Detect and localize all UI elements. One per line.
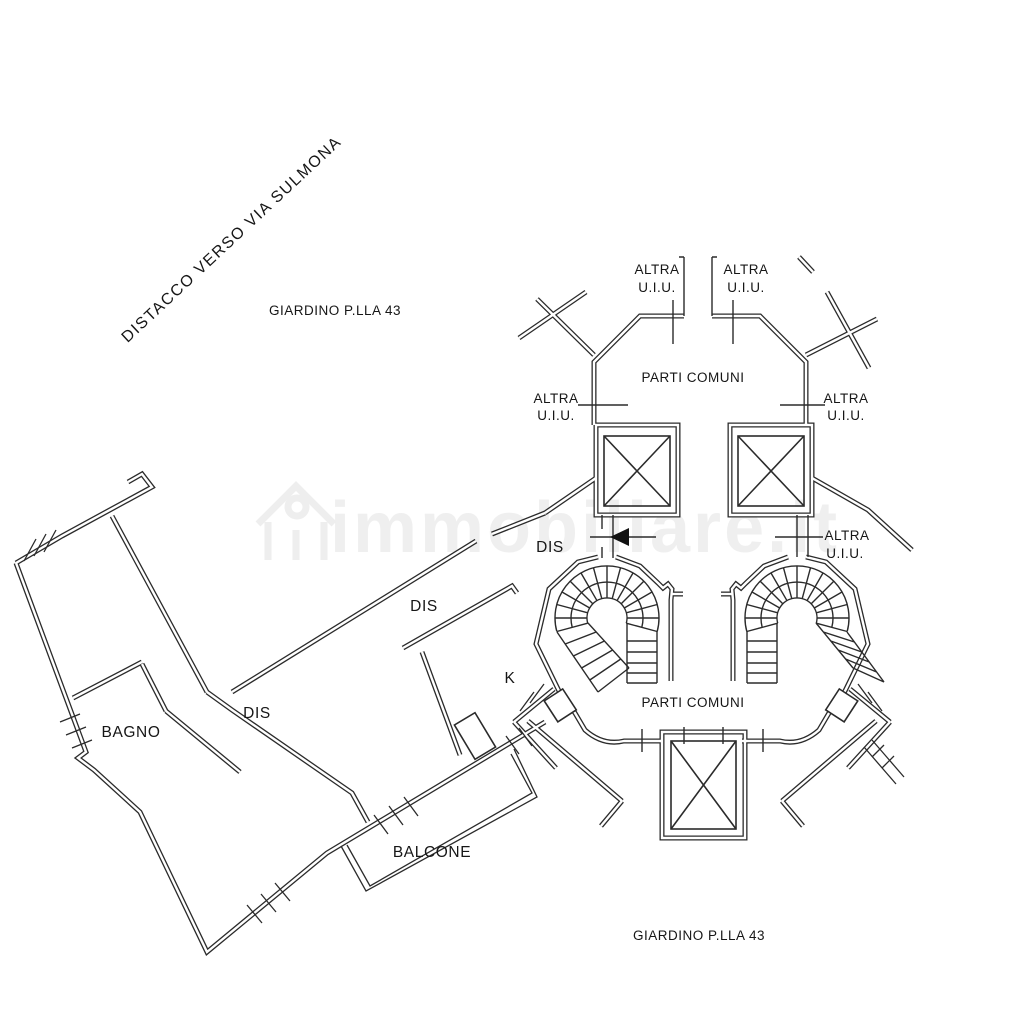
label-dis-entrance: DIS [536,539,564,556]
label-giardino-bottom: GIARDINO P.LLA 43 [633,928,765,943]
watermark: immobiliare.it [255,481,840,568]
label-altra-uiu-left: ALTRA U.I.U. [533,391,578,423]
balcony-parapet [340,748,538,892]
label-balcony: BALCONE [393,844,471,861]
svg-text:U.I.U.: U.I.U. [826,546,864,561]
svg-text:ALTRA: ALTRA [723,262,768,277]
door-left-apartment [543,687,578,724]
label-bathroom: BAGNO [102,724,161,741]
svg-text:ALTRA: ALTRA [634,262,679,277]
elevator-shaft-upper-left [603,435,671,507]
detail-lines [578,256,825,752]
label-kitchen: K [505,670,516,687]
watermark-text: immobiliare.it [330,488,840,568]
label-parti-comuni-upper: PARTI COMUNI [641,370,744,385]
svg-text:ALTRA: ALTRA [823,391,868,406]
label-altra-uiu-top-right: ALTRA U.I.U. [723,262,768,295]
svg-text:U.I.U.: U.I.U. [827,408,865,423]
watermark-house-icon [255,481,337,560]
elevator-shaft-bottom [670,740,737,830]
staircase-left [554,565,660,693]
window-hatches [23,529,883,924]
label-altra-uiu-right-lower: ALTRA U.I.U. [824,528,869,561]
label-altra-uiu-top-left: ALTRA U.I.U. [634,262,679,295]
elevator-cabins [603,435,805,830]
label-dis-corridor: DIS [410,598,438,615]
door-balcony [453,711,497,761]
door-direction-arrow-icon [610,528,629,546]
elevator-shaft-upper-right [737,435,805,507]
svg-text:U.I.U.: U.I.U. [638,280,676,295]
label-altra-uiu-right: ALTRA U.I.U. [823,391,868,423]
door-openings [453,687,859,761]
label-parti-comuni-lower: PARTI COMUNI [641,695,744,710]
svg-text:ALTRA: ALTRA [824,528,869,543]
svg-text:U.I.U.: U.I.U. [727,280,765,295]
label-dis-hall: DIS [243,705,271,722]
label-giardino-top: GIARDINO P.LLA 43 [269,303,401,318]
staircase-right [744,565,885,684]
neighbour-fragment-lines [863,739,905,785]
svg-text:ALTRA: ALTRA [533,391,578,406]
svg-text:U.I.U.: U.I.U. [537,408,575,423]
door-right-apartment [824,687,859,724]
